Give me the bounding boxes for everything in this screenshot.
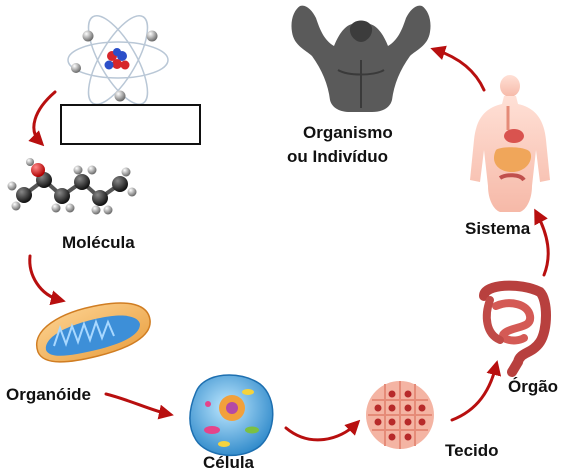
mitochondrion-icon bbox=[35, 302, 151, 363]
label-orgao: Órgão bbox=[508, 377, 559, 396]
arrow-organ-to-system bbox=[534, 208, 550, 277]
arrow-molecule-to-organoid bbox=[28, 254, 66, 306]
molecule-icon bbox=[7, 158, 137, 215]
arrow-atom-to-molecule bbox=[28, 90, 57, 147]
cycle-arrows bbox=[28, 45, 550, 442]
digestive-system-icon bbox=[470, 75, 550, 212]
tissue-icon bbox=[366, 381, 434, 449]
arrow-system-to-organism bbox=[430, 45, 486, 92]
label-organoide: Organóide bbox=[6, 385, 92, 404]
label-sistema: Sistema bbox=[465, 219, 531, 238]
arrow-organoid-to-cell bbox=[104, 392, 174, 420]
atom-icon bbox=[67, 15, 169, 105]
cell-icon bbox=[189, 374, 274, 457]
label-organismo-line2: ou Indivíduo bbox=[287, 147, 389, 166]
label-organismo-line1: Organismo bbox=[303, 123, 393, 142]
human-torso-icon bbox=[291, 5, 431, 113]
label-celula: Célula bbox=[203, 453, 255, 472]
intestine-icon bbox=[479, 280, 551, 377]
arrow-tissue-to-organ bbox=[450, 360, 502, 422]
label-molecula: Molécula bbox=[62, 233, 135, 252]
label-tecido: Tecido bbox=[445, 441, 499, 460]
arrow-cell-to-tissue bbox=[284, 419, 361, 442]
atom-label-blank bbox=[60, 104, 201, 145]
